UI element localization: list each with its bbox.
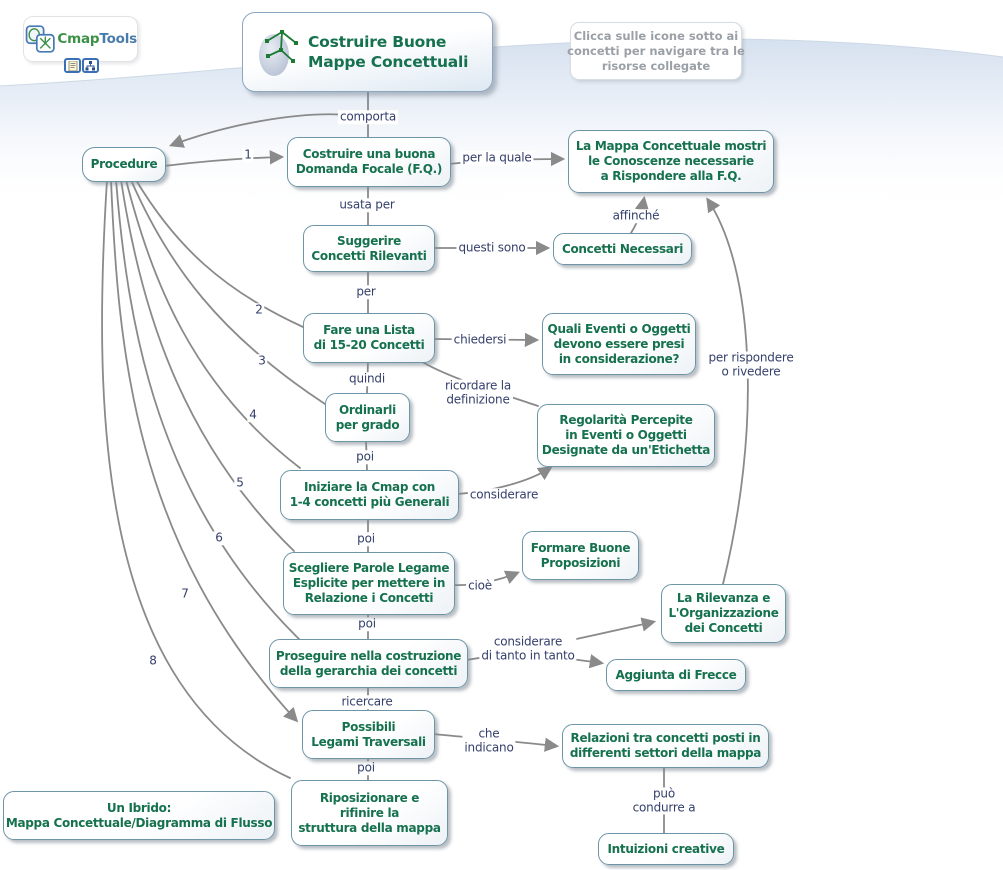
link-number-6: 6 <box>213 530 225 545</box>
hint-box: Clicca sulle icone sotto ai concetti per… <box>567 22 745 80</box>
link-number-1: 1 <box>242 147 254 162</box>
document-resource-icon[interactable] <box>64 58 81 73</box>
link-label-quindi: quindi <box>347 371 387 386</box>
link-label-poi-2: poi <box>355 531 377 546</box>
concept-concetti-necessari[interactable]: Concetti Necessari <box>553 233 692 265</box>
cmaptools-logo-icon <box>25 25 55 53</box>
concept-un-ibrido[interactable]: Un Ibrido: Mappa Concettuale/Diagramma d… <box>3 791 275 840</box>
concept-relazioni[interactable]: Relazioni tra concetti posti in differen… <box>562 724 769 768</box>
link-label-considerare: considerare <box>467 487 541 502</box>
concept-regolarita[interactable]: Regolarità Percepite in Eventi o Oggetti… <box>537 404 715 467</box>
line-comporta-to-procedure <box>169 113 350 148</box>
concept-formare-proposizioni[interactable]: Formare Buone Proposizioni <box>522 531 639 580</box>
link-label-per: per <box>354 284 378 299</box>
fan-curve-3 <box>130 179 326 405</box>
link-label-chiedersi: chiedersi <box>451 332 509 347</box>
concept-possibili-legami[interactable]: Possibili Legami Traversali <box>302 710 435 759</box>
concept-procedure[interactable]: Procedure <box>82 147 166 182</box>
link-number-2: 2 <box>253 302 265 317</box>
link-label-per-la-quale: per la quale <box>460 150 534 165</box>
link-label-ricordare-definizione: ricordare la definizione <box>442 378 514 407</box>
link-number-7: 7 <box>179 586 191 601</box>
link-label-usata-per: usata per <box>337 197 397 212</box>
concept-suggerire-concetti[interactable]: Suggerire Concetti Rilevanti <box>303 225 435 272</box>
concept-quali-eventi[interactable]: Quali Eventi o Oggetti devono essere pre… <box>542 313 696 375</box>
concept-iniziare-cmap[interactable]: Iniziare la Cmap con 1-4 concetti più Ge… <box>280 470 459 520</box>
link-label-poi-3: poi <box>356 616 378 631</box>
fan-curve-7 <box>110 179 299 723</box>
cmaptools-brand: CmapTools <box>57 31 137 47</box>
concept-proseguire[interactable]: Proseguire nella costruzione della gerar… <box>269 639 468 688</box>
background-swoosh <box>0 38 1003 250</box>
link-label-poi-1: poi <box>354 449 376 464</box>
fan-curve-2 <box>135 179 304 328</box>
link-label-che-indicano: che indicano <box>462 726 516 755</box>
cmaptools-logo[interactable]: CmapTools <box>23 16 138 62</box>
fan-curve-6 <box>115 179 300 640</box>
concept-map-sketch-icon <box>259 30 298 76</box>
concept-aggiunta-frecce[interactable]: Aggiunta di Frecce <box>606 659 746 691</box>
link-label-poi-4: poi <box>355 760 377 775</box>
concept-rilevanza[interactable]: La Rilevanza e L'Organizzazione dei Conc… <box>661 584 786 643</box>
line-considerare-1 <box>456 466 553 495</box>
hierarchy-resource-icon[interactable] <box>82 58 99 73</box>
link-label-questi-sono: questi sono <box>456 240 528 255</box>
concept-scegliere-parole[interactable]: Scegliere Parole Legame Esplicite per me… <box>283 552 455 615</box>
map-title-box: Costruire Buone Mappe Concettuali <box>242 12 493 92</box>
concept-riposizionare[interactable]: Riposizionare e rifinire la struttura de… <box>291 780 448 846</box>
link-label-affinche: affinché <box>610 208 662 223</box>
concept-domanda-focale[interactable]: Costruire una buona Domanda Focale (F.Q.… <box>287 137 451 187</box>
link-label-cioe: cioè <box>466 578 494 593</box>
link-label-per-rispondere: per rispondere o rivedere <box>706 350 796 379</box>
link-number-4: 4 <box>247 407 259 422</box>
link-label-considerare-di-tanto: considerare di tanto in tanto <box>479 634 577 663</box>
concept-fare-lista[interactable]: Fare una Lista di 15-20 Concetti <box>303 313 435 363</box>
link-label-ricercare: ricercare <box>339 694 395 709</box>
fan-curve-4 <box>125 179 301 469</box>
concept-ordinarli[interactable]: Ordinarli per grado <box>325 393 410 442</box>
line-procedure-1-fq <box>163 150 285 167</box>
link-number-5: 5 <box>234 475 246 490</box>
line-per-rispondere <box>706 197 749 585</box>
fan-curve-8 <box>101 179 291 779</box>
concept-intuizioni[interactable]: Intuizioni creative <box>598 833 734 865</box>
link-label-puo-condurre: può condurre a <box>630 786 698 815</box>
link-number-3: 3 <box>256 353 268 368</box>
fan-curve-5 <box>120 179 295 552</box>
link-label-comporta: comporta <box>338 109 398 124</box>
link-number-8: 8 <box>147 653 159 668</box>
map-title: Costruire Buone Mappe Concettuali <box>308 33 469 71</box>
concept-mappa-conoscenze[interactable]: La Mappa Concettuale mostri le Conoscenz… <box>568 130 774 193</box>
